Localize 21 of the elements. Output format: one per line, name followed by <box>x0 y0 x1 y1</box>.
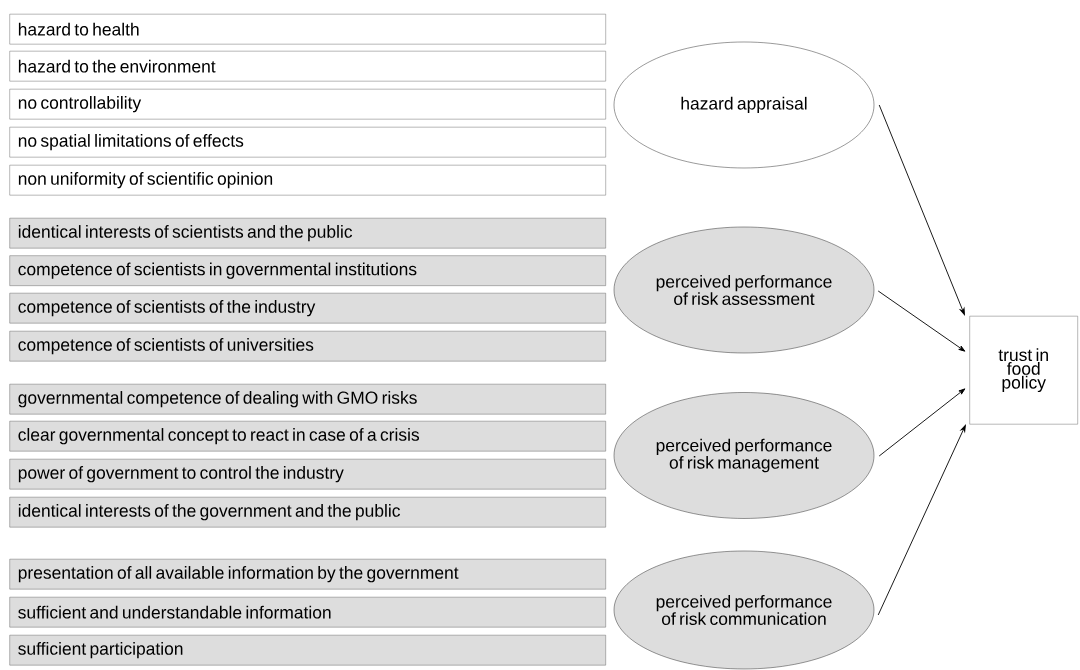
list-item-box: competence of scientists in governmental institutions <box>9 255 606 286</box>
list-item-box: competence of scientists of the industry <box>9 293 606 324</box>
list-item-box: non uniformity of scientific opinion <box>9 165 606 196</box>
list-item-box: competence of scientists of universities <box>9 331 606 362</box>
arrow <box>877 424 966 616</box>
list-item-box: hazard to health <box>9 14 606 45</box>
list-item-box: sufficient participation <box>9 634 606 666</box>
list-item-box: no spatial limitations of effects <box>9 127 606 158</box>
list-item-box: presentation of all available information by the government <box>9 558 606 590</box>
list-item-box: clear governmental concept to react in case of a crisis <box>9 421 606 452</box>
list-item-box: hazard to the environment <box>9 51 606 82</box>
list-item-box: sufficient and understandable information <box>9 596 606 628</box>
arrow <box>878 388 966 457</box>
outcome-box: trust in food policy <box>969 316 1078 425</box>
list-item-box: identical interests of the government and the public <box>9 497 606 528</box>
list-item-box: governmental competence of dealing with GMO risks <box>9 384 606 415</box>
arrow <box>878 104 965 316</box>
list-item-box: identical interests of scientists and the public <box>9 218 606 249</box>
list-item-box: power of government to control the industry <box>9 459 606 490</box>
arrow <box>877 290 966 352</box>
list-item-box: no controllability <box>9 89 606 120</box>
